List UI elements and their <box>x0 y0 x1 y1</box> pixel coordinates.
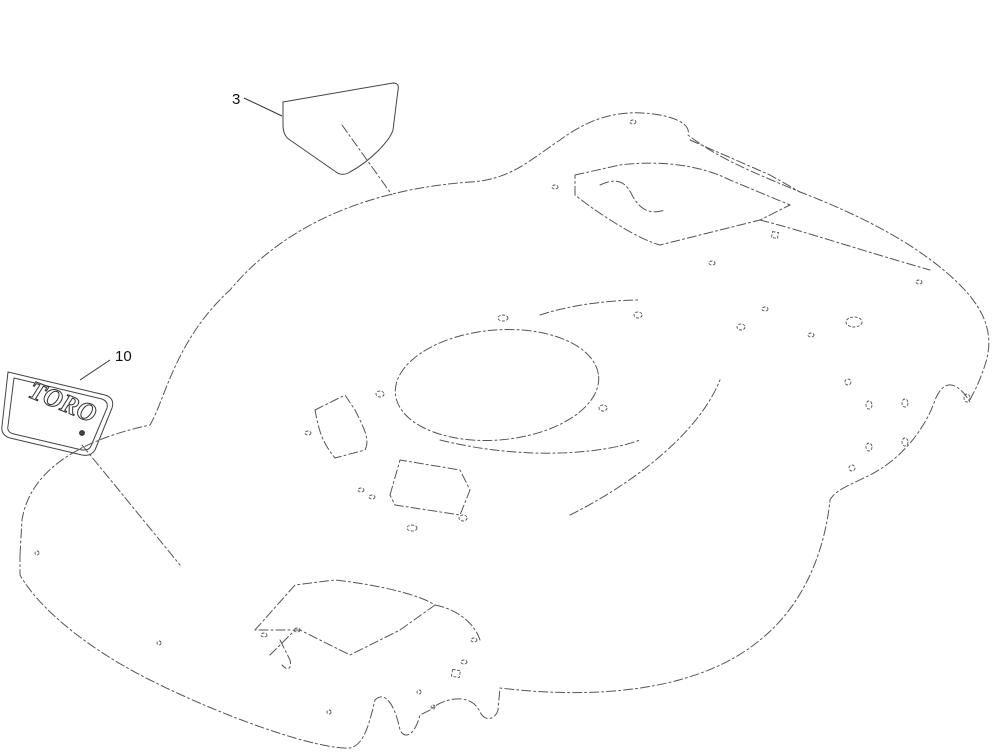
rear-chute-inner <box>599 180 666 213</box>
decal-10-toro-logo: TORO <box>1 371 114 456</box>
decal-3-shape <box>282 82 399 175</box>
deck-tab <box>450 668 461 679</box>
front-bracket-rib-2 <box>269 629 296 656</box>
front-bracket-rib <box>434 604 481 641</box>
front-bracket-pocket <box>254 579 436 656</box>
rear-chute-edge <box>689 139 801 193</box>
front-pocket-hinge <box>279 639 291 670</box>
decal-3-leader <box>243 97 283 117</box>
mounting-holes <box>34 119 971 715</box>
decal-10-leader <box>79 359 111 381</box>
deck-tab <box>771 231 779 239</box>
toro-logo-text: TORO <box>25 375 101 428</box>
motor-mount-ring <box>394 328 600 442</box>
callout-3-label: 3 <box>232 91 240 108</box>
decal-10-guide <box>81 444 181 566</box>
center-vent-opening <box>389 459 471 516</box>
deck-contour-mid <box>439 439 641 454</box>
mower-deck-outline <box>19 112 990 749</box>
rear-housing-ridge <box>759 219 931 271</box>
callout-10-label: 10 <box>115 348 132 365</box>
decal-3-guide <box>341 124 393 196</box>
left-vent-opening <box>314 394 368 459</box>
deck-contour-upper <box>539 299 641 316</box>
deck-contour-lower <box>569 379 721 516</box>
rear-chute-opening <box>574 162 791 246</box>
logo-registered-mark <box>79 430 85 436</box>
